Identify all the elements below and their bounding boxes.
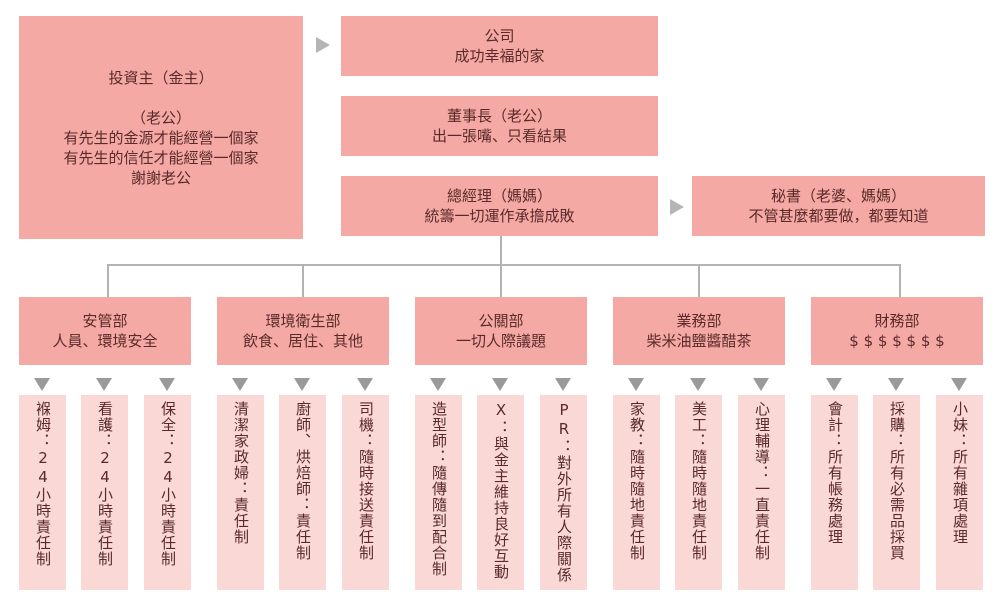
secretary-box: 秘書（老婆、媽媽） 不管甚麼都要做，都要知道 [692,176,985,236]
department-desc: 人員、環境安全 [52,332,158,350]
department-name: 財務部 [874,312,920,330]
role-label: X：與金主維持良好互動 [492,401,510,580]
connector-drop [302,264,304,298]
role-label: 清潔家政婦：責任制 [232,401,250,545]
role-column: 美工：隨時隨地責任制 [675,395,722,590]
connector-drop [107,264,109,298]
arrow-down-icon [430,378,446,391]
department-desc: $ $ $ $ $ $ $ [849,332,945,350]
arrow-down-icon [492,378,508,391]
role-label: 看護：24小時責任制 [96,401,114,567]
role-label: 褓姆：24小時責任制 [34,401,52,567]
chairman-desc: 出一張嘴、只看結果 [431,127,567,145]
arrow-down-icon [951,378,967,391]
department-desc: 飲食、居住、其他 [242,332,363,350]
role-label: 司機：隨時接送責任制 [357,401,375,561]
arrow-down-icon [628,378,644,391]
arrow-right-icon [316,37,330,53]
role-label: 廚師、烘焙師：責任制 [294,401,312,561]
role-label: 家教：隨時隨地責任制 [628,401,646,561]
arrow-down-icon [159,378,175,391]
role-column: 造型師：隨傳隨到配合制 [415,395,462,590]
department-desc: 一切人際議題 [455,332,546,350]
connector-bar [107,264,901,266]
arrow-down-icon [690,378,706,391]
secretary-desc: 不管甚麼都要做，都要知道 [748,207,929,225]
investor-title: 投資主（金主） [108,68,214,87]
role-column: 廚師、烘焙師：責任制 [279,395,326,590]
investor-line: 有先生的金源才能經營一個家 [63,128,259,147]
role-column: PR：對外所有人際關係 [540,395,587,590]
company-box: 公司 成功幸福的家 [341,16,658,76]
arrow-down-icon [34,378,50,391]
role-column: 清潔家政婦：責任制 [217,395,264,590]
department-name: 業務部 [676,312,722,330]
connector-drop [899,264,901,298]
role-column: 褓姆：24小時責任制 [19,395,66,590]
role-column: 司機：隨時接送責任制 [342,395,389,590]
role-label: 會計：所有帳務處理 [826,401,844,545]
arrow-down-icon [294,378,310,391]
department-box: 環境衛生部 飲食、居住、其他 [217,297,389,365]
role-column: 看護：24小時責任制 [81,395,128,590]
arrow-right-icon [670,199,684,215]
role-column: 小妹：所有雜項處理 [936,395,983,590]
chairman-box: 董事長（老公） 出一張嘴、只看結果 [341,96,658,156]
department-name: 環境衛生部 [265,312,341,330]
arrow-down-icon [96,378,112,391]
gm-title: 總經理（媽媽） [446,187,552,205]
role-label: 保全：24小時責任制 [159,401,177,567]
investor-box: 投資主（金主） （老公） 有先生的金源才能經營一個家 有先生的信任才能經營一個家… [19,16,303,239]
department-box: 公關部 一切人際議題 [415,297,587,365]
role-label: 美工：隨時隨地責任制 [690,401,708,561]
arrow-down-icon [232,378,248,391]
investor-line: 謝謝老公 [130,168,191,187]
role-column: 採購：所有必需品採買 [873,395,920,590]
role-column: 家教：隨時隨地責任制 [613,395,660,590]
arrow-down-icon [555,378,571,391]
arrow-down-icon [888,378,904,391]
role-column: 保全：24小時責任制 [144,395,191,590]
arrow-down-icon [357,378,373,391]
connector-trunk [500,236,502,265]
role-label: 小妹：所有雜項處理 [951,401,969,545]
connector-drop [698,264,700,298]
investor-line: 有先生的信任才能經營一個家 [63,148,259,167]
gm-box: 總經理（媽媽） 統籌一切運作承擔成敗 [341,176,658,236]
role-label: 採購：所有必需品採買 [888,401,906,561]
role-column: 心理輔導：一直責任制 [738,395,785,590]
connector-drop [500,264,502,298]
role-label: PR：對外所有人際關係 [555,401,573,583]
arrow-down-icon [826,378,842,391]
gm-desc: 統籌一切運作承擔成敗 [424,207,575,225]
investor-line: （老公） [130,108,191,127]
role-column: 會計：所有帳務處理 [811,395,858,590]
department-name: 公關部 [478,312,524,330]
company-desc: 成功幸福的家 [454,47,545,65]
department-box: 安管部 人員、環境安全 [19,297,191,365]
department-box: 財務部 $ $ $ $ $ $ $ [811,297,983,365]
chairman-title: 董事長（老公） [446,107,552,125]
company-title: 公司 [484,27,515,45]
department-desc: 柴米油鹽醬醋茶 [646,332,752,350]
department-box: 業務部 柴米油鹽醬醋茶 [613,297,785,365]
department-name: 安管部 [82,312,128,330]
role-label: 心理輔導：一直責任制 [753,401,771,561]
role-label: 造型師：隨傳隨到配合制 [430,401,448,577]
arrow-down-icon [753,378,769,391]
secretary-title: 秘書（老婆、媽媽） [770,187,906,205]
role-column: X：與金主維持良好互動 [477,395,524,590]
